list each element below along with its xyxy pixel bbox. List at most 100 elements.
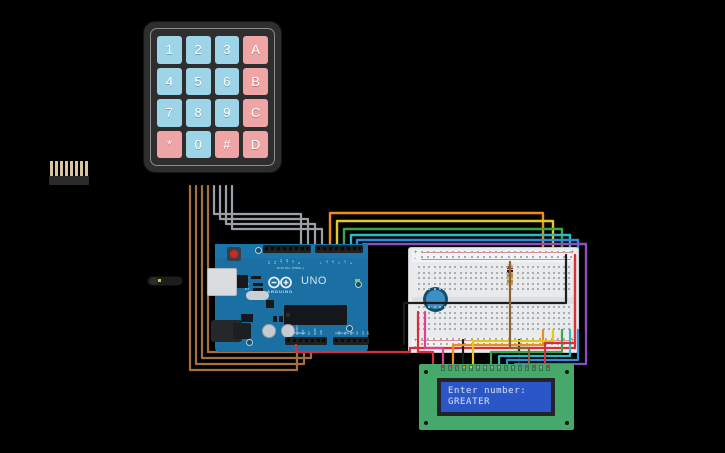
breadboard-hole[interactable]: [558, 328, 561, 331]
breadboard-hole[interactable]: [532, 266, 535, 268]
breadboard-hole[interactable]: [501, 288, 503, 291]
breadboard-hole[interactable]: [433, 306, 436, 308]
breadboard-hole[interactable]: [532, 311, 535, 314]
breadboard-hole[interactable]: [459, 311, 462, 314]
breadboard-hole[interactable]: [443, 322, 446, 325]
lcd-pin-9[interactable]: [497, 365, 501, 371]
breadboard-hole[interactable]: [537, 277, 540, 280]
breadboard-hole[interactable]: [469, 322, 472, 325]
breadboard-hole[interactable]: [470, 251, 473, 253]
breadboard-hole[interactable]: [511, 266, 514, 268]
breadboard-hole[interactable]: [563, 328, 566, 331]
breadboard-hole[interactable]: [532, 328, 535, 331]
breadboard-hole[interactable]: [480, 311, 483, 314]
breadboard-hole[interactable]: [495, 343, 498, 345]
breadboard-hole[interactable]: [476, 256, 479, 258]
breadboard-hole[interactable]: [547, 266, 550, 268]
breadboard-hole[interactable]: [558, 266, 561, 268]
breadboard-hole[interactable]: [537, 288, 540, 291]
breadboard-hole[interactable]: [501, 277, 503, 280]
breadboard-hole[interactable]: [485, 317, 488, 320]
breadboard-hole[interactable]: [445, 338, 448, 340]
breadboard-hole[interactable]: [538, 343, 541, 345]
breadboard-hole[interactable]: [438, 277, 441, 280]
breadboard-hole[interactable]: [521, 306, 524, 308]
breadboard-hole[interactable]: [443, 328, 446, 331]
breadboard-hole[interactable]: [568, 266, 571, 268]
analog-header[interactable]: [333, 337, 369, 345]
breadboard-hole[interactable]: [542, 282, 545, 285]
breadboard-hole[interactable]: [542, 317, 545, 320]
breadboard-hole[interactable]: [568, 317, 571, 320]
breadboard-hole[interactable]: [490, 288, 493, 291]
breadboard-hole[interactable]: [443, 288, 446, 291]
breadboard-hole[interactable]: [469, 317, 472, 320]
breadboard-hole[interactable]: [501, 256, 504, 258]
lcd-pin-header[interactable]: [441, 365, 553, 372]
breadboard-hole[interactable]: [526, 322, 529, 325]
breadboard-hole[interactable]: [542, 322, 545, 325]
breadboard-hole[interactable]: [526, 251, 529, 253]
breadboard-hole[interactable]: [480, 282, 483, 285]
lcd-pin-10[interactable]: [504, 365, 508, 371]
breadboard-hole[interactable]: [568, 311, 571, 314]
breadboard-hole[interactable]: [418, 288, 420, 291]
breadboard-hole[interactable]: [558, 306, 561, 308]
breadboard-hole[interactable]: [569, 251, 572, 253]
keypad-module[interactable]: 1 2 3 A 4 5 6 B 7 8 9 C * 0 # D: [144, 22, 281, 172]
breadboard-hole[interactable]: [513, 256, 516, 258]
breadboard-hole[interactable]: [563, 317, 566, 320]
breadboard-hole[interactable]: [469, 311, 472, 314]
breadboard-hole[interactable]: [476, 338, 479, 340]
breadboard-hole[interactable]: [526, 256, 529, 258]
breadboard-hole[interactable]: [532, 282, 535, 285]
breadboard-hole[interactable]: [459, 317, 462, 320]
breadboard-hole[interactable]: [511, 328, 514, 331]
breadboard-hole[interactable]: [418, 317, 420, 320]
breadboard-hole[interactable]: [490, 322, 493, 325]
breadboard-hole[interactable]: [521, 328, 524, 331]
breadboard-hole[interactable]: [563, 277, 566, 280]
breadboard-hole[interactable]: [521, 271, 524, 274]
breadboard-hole[interactable]: [513, 343, 516, 345]
breadboard-hole[interactable]: [516, 277, 519, 280]
breadboard-hole[interactable]: [469, 271, 472, 274]
breadboard-hole[interactable]: [475, 288, 478, 291]
breadboard-hole[interactable]: [557, 256, 560, 258]
breadboard-hole[interactable]: [475, 322, 478, 325]
breadboard-hole[interactable]: [454, 306, 457, 308]
breadboard-hole[interactable]: [532, 343, 535, 345]
breadboard-hole[interactable]: [423, 322, 426, 325]
breadboard-hole[interactable]: [511, 282, 514, 285]
breadboard-hole[interactable]: [516, 322, 519, 325]
breadboard-hole[interactable]: [459, 288, 462, 291]
breadboard-hole[interactable]: [557, 343, 560, 345]
breadboard-hole[interactable]: [485, 311, 488, 314]
breadboard-hole[interactable]: [433, 328, 436, 331]
breadboard-hole[interactable]: [542, 277, 545, 280]
breadboard-hole[interactable]: [568, 328, 571, 331]
breadboard-hole[interactable]: [557, 251, 560, 253]
breadboard-hole[interactable]: [458, 343, 461, 345]
breadboard-hole[interactable]: [433, 271, 436, 274]
keypad-key-star[interactable]: *: [157, 130, 182, 158]
breadboard-hole[interactable]: [485, 306, 488, 308]
breadboard-hole[interactable]: [464, 288, 467, 291]
breadboard-hole[interactable]: [537, 271, 540, 274]
breadboard-hole[interactable]: [438, 266, 441, 268]
breadboard-hole[interactable]: [480, 288, 483, 291]
keypad-key-3[interactable]: 3: [214, 36, 240, 64]
breadboard-hole[interactable]: [449, 277, 452, 280]
keypad-key-8[interactable]: 8: [185, 99, 211, 127]
breadboard-hole[interactable]: [513, 338, 516, 340]
breadboard-hole[interactable]: [439, 251, 442, 253]
breadboard-hole[interactable]: [547, 311, 550, 314]
breadboard-hole[interactable]: [485, 271, 488, 274]
breadboard-hole[interactable]: [464, 322, 467, 325]
breadboard-hole[interactable]: [464, 343, 467, 345]
lcd-pin-1[interactable]: [441, 365, 445, 371]
breadboard-hole[interactable]: [532, 251, 535, 253]
breadboard-hole[interactable]: [537, 311, 540, 314]
breadboard-hole[interactable]: [526, 343, 529, 345]
breadboard-hole[interactable]: [542, 311, 545, 314]
